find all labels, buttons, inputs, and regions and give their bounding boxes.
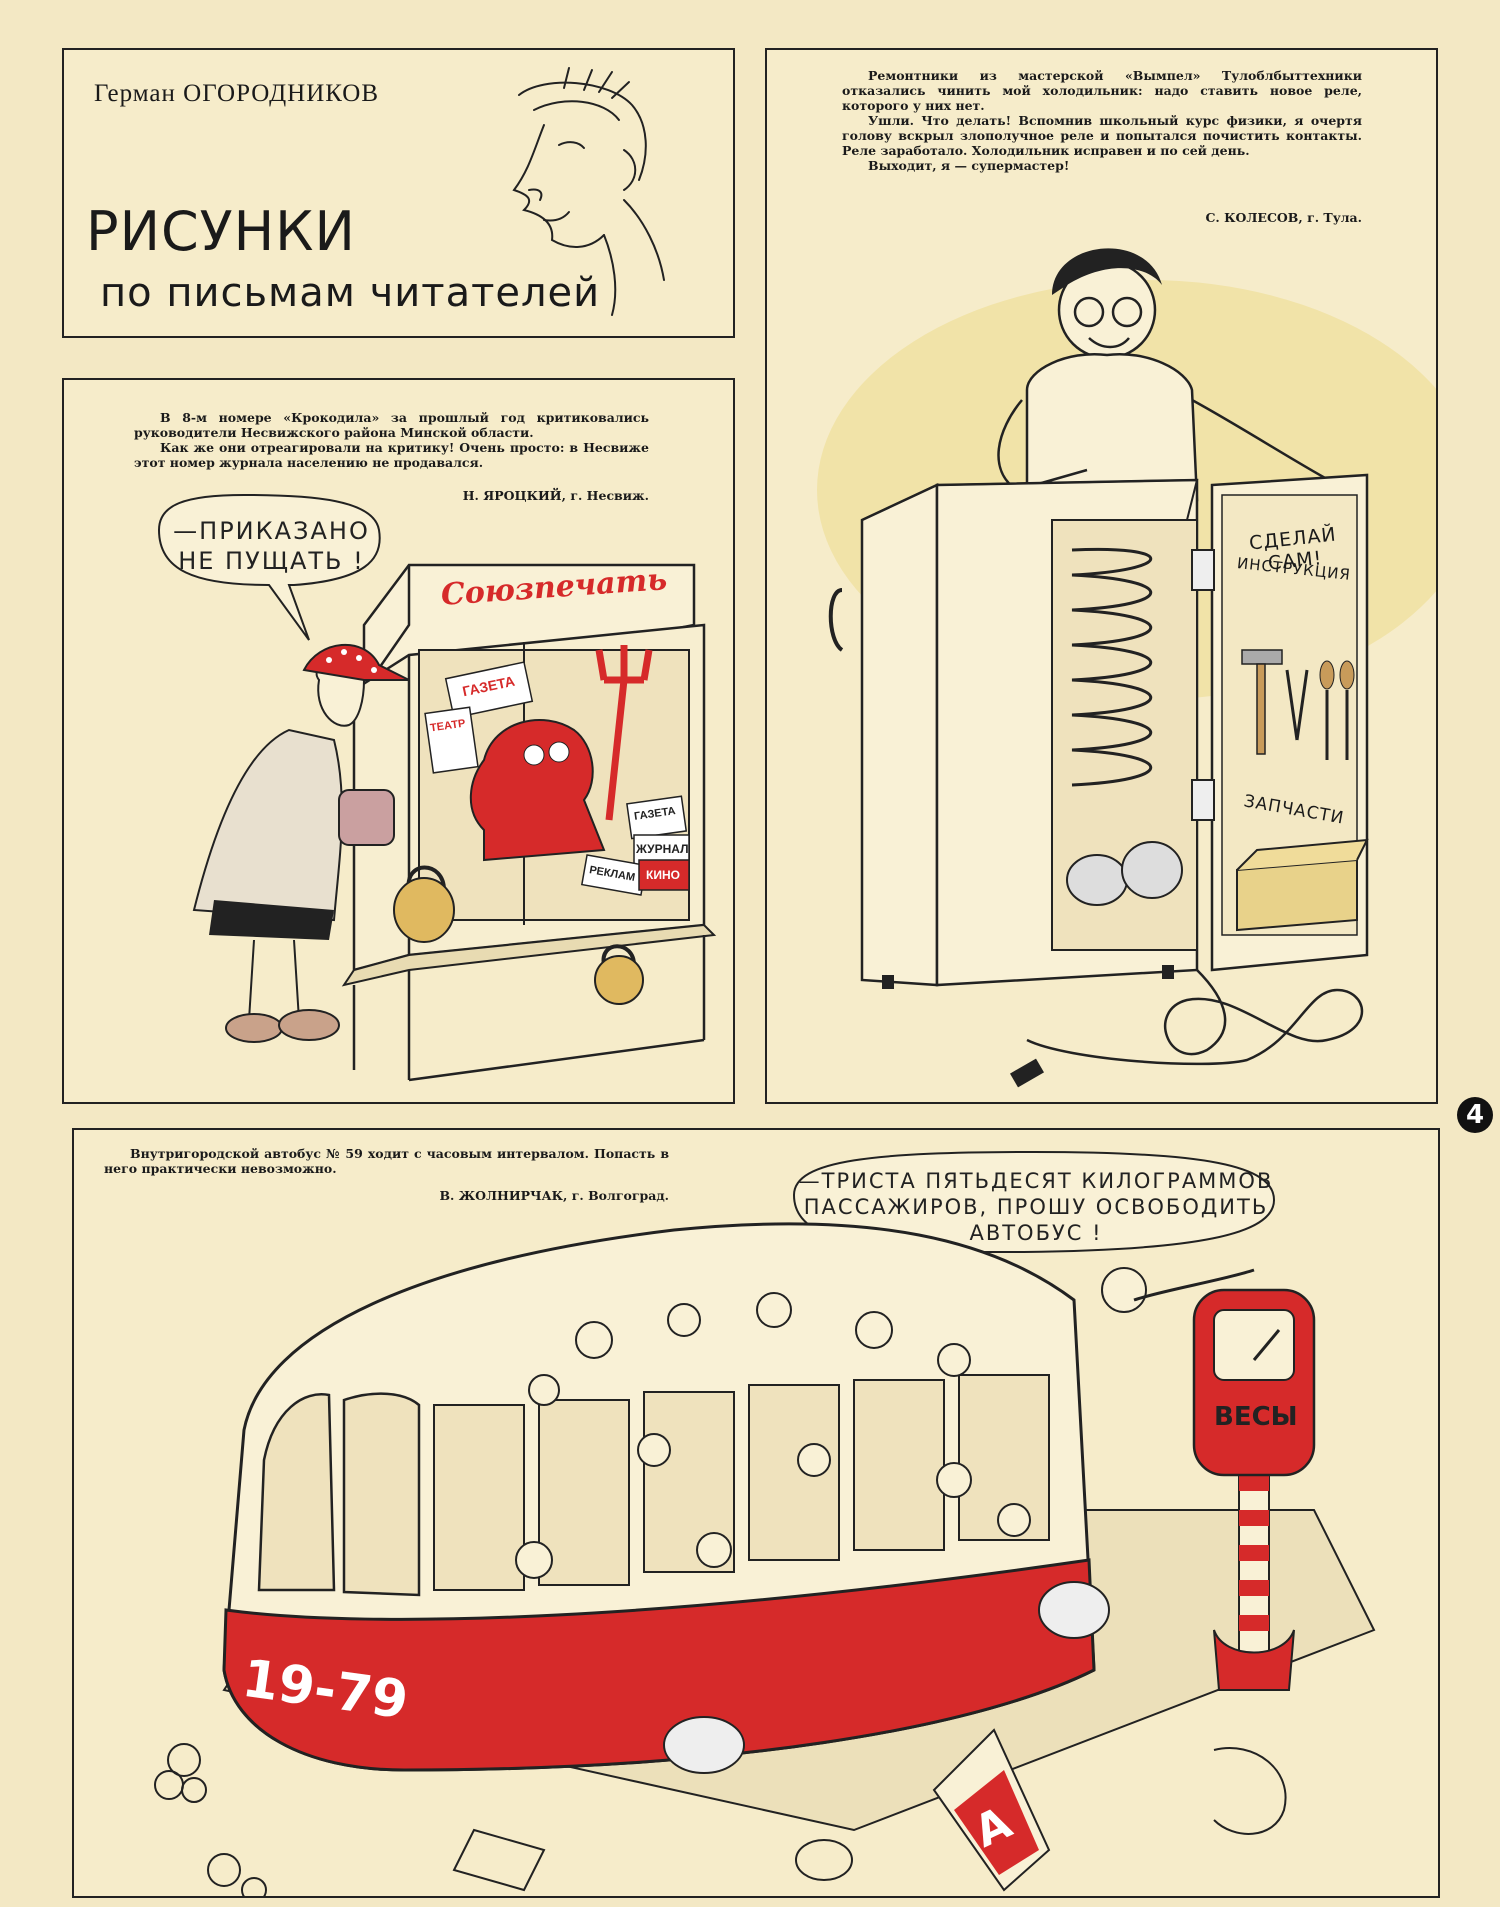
fridge-cartoon-panel: Ремонтники из мастерской «Вымпел» Тулобл… bbox=[765, 48, 1438, 1104]
kiosk-bubble-line: НЕ ПУЩАТЬ ! bbox=[178, 547, 365, 575]
kiosk-letter-paragraph: В 8-м номере «Крокодила» за прошлый год … bbox=[134, 410, 649, 440]
kiosk-cartoon-panel: В 8-м номере «Крокодила» за прошлый год … bbox=[62, 378, 735, 1104]
kiosk-label-kino: КИНО bbox=[646, 868, 680, 882]
page-subtitle: по письмам читателей bbox=[100, 270, 601, 316]
fridge-signature: С. КОЛЕСОВ, г. Тула. bbox=[1205, 210, 1362, 225]
kiosk-signature: Н. ЯРОЦКИЙ, г. Несвиж. bbox=[462, 488, 649, 503]
scale-label: ВЕСЫ bbox=[1214, 1402, 1298, 1432]
bus-letter: Внутригородской автобус № 59 ходит с час… bbox=[104, 1146, 669, 1176]
title-panel: Герман ОГОРОДНИКОВ РИСУНКИ по письмам чи… bbox=[62, 48, 735, 338]
bus-bubble-line: АВТОБУС ! bbox=[969, 1221, 1103, 1245]
bus-bubble-line: ПАССАЖИРОВ, ПРОШУ ОСВОБОДИТЬ bbox=[803, 1195, 1269, 1219]
kiosk-letter: В 8-м номере «Крокодила» за прошлый год … bbox=[134, 410, 649, 470]
fridge-illustration bbox=[817, 248, 1436, 1088]
kiosk-label-zhurnal: ЖУРНАЛ bbox=[636, 842, 689, 856]
fridge-letter: Ремонтники из мастерской «Вымпел» Тулобл… bbox=[842, 68, 1362, 173]
kiosk-speech-bubble: —ПРИКАЗАНО НЕ ПУЩАТЬ ! bbox=[164, 516, 379, 576]
kiosk-bubble-line: —ПРИКАЗАНО bbox=[173, 517, 370, 545]
bus-speech-bubble: —ТРИСТА ПЯТЬДЕСЯТ КИЛОГРАММОВ ПАССАЖИРОВ… bbox=[798, 1168, 1274, 1246]
fridge-letter-paragraph: Выходит, я — супермастер! bbox=[868, 158, 1070, 173]
bus-signature: В. ЖОЛНИРЧАК, г. Волгоград. bbox=[439, 1188, 669, 1203]
bus-illustration bbox=[154, 1150, 1376, 1896]
fridge-letter-paragraph: Ремонтники из мастерской «Вымпел» Тулобл… bbox=[842, 68, 1362, 113]
author-name: Герман ОГОРОДНИКОВ bbox=[94, 80, 380, 107]
bus-letter-paragraph: Внутригородской автобус № 59 ходит с час… bbox=[104, 1146, 669, 1176]
bus-cartoon-panel: Внутригородской автобус № 59 ходит с час… bbox=[72, 1128, 1440, 1898]
fridge-letter-paragraph: Ушли. Что делать! Вспомнив школьный курс… bbox=[842, 113, 1362, 158]
page-number: 4 bbox=[1457, 1097, 1493, 1133]
author-caricature bbox=[512, 67, 665, 316]
kiosk-letter-paragraph: Как же они отреагировали на критику! Оче… bbox=[134, 440, 649, 470]
page-title: РИСУНКИ bbox=[86, 200, 356, 263]
kiosk-illustration bbox=[157, 493, 717, 1082]
bus-bubble-line: —ТРИСТА ПЯТЬДЕСЯТ КИЛОГРАММОВ bbox=[798, 1169, 1274, 1193]
